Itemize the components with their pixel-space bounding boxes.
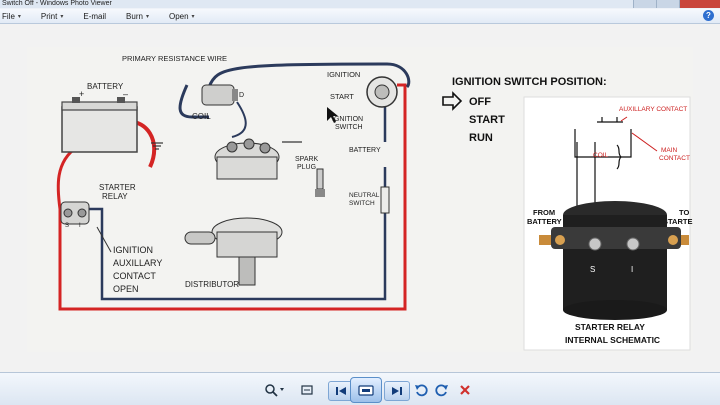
position-start: START bbox=[469, 114, 505, 126]
primary-wire-label: PRIMARY RESISTANCE WIRE bbox=[122, 54, 227, 63]
positions-heading: IGNITION SWITCH POSITION: bbox=[452, 76, 607, 88]
spark-label-1: SPARK bbox=[295, 156, 319, 163]
wiring-diagram: BATTERY + – COIL D PRIMARY RESISTANCE WI… bbox=[27, 47, 698, 352]
rotate-right-icon bbox=[435, 384, 448, 397]
blue-wire-primary bbox=[178, 62, 411, 119]
previous-icon bbox=[336, 387, 346, 395]
arrow-right-icon bbox=[442, 91, 463, 111]
close-window-button[interactable] bbox=[679, 0, 720, 8]
chevron-down-icon: ▾ bbox=[191, 13, 195, 20]
ground-icon bbox=[151, 142, 163, 150]
zoom-button[interactable] bbox=[262, 381, 288, 399]
starter-relay-label-2: RELAY bbox=[102, 192, 128, 201]
blue-wire-coil-dist bbox=[231, 101, 247, 138]
relay-caption-2: INTERNAL SCHEMATIC bbox=[565, 335, 660, 345]
spark-label-2: PLUG bbox=[297, 164, 316, 171]
battery-plus: + bbox=[79, 89, 84, 99]
slideshow-button[interactable] bbox=[350, 377, 382, 403]
title-bar: Switch Off - Windows Photo Viewer bbox=[0, 0, 720, 8]
battery-minus: – bbox=[123, 89, 128, 99]
ignition-switch-graphic bbox=[366, 76, 398, 108]
to-starter-label-1: TO bbox=[679, 208, 689, 217]
relay-i-term: I bbox=[631, 265, 633, 274]
rotate-counterclockwise-button[interactable] bbox=[413, 381, 429, 399]
magnifier-icon bbox=[265, 384, 284, 397]
battery-label: BATTERY bbox=[87, 82, 124, 91]
start-pos-label: START bbox=[330, 92, 354, 101]
slideshow-icon bbox=[358, 385, 374, 396]
distributor-graphic bbox=[184, 217, 283, 286]
chevron-down-icon: ▾ bbox=[17, 13, 21, 20]
help-icon[interactable]: ? bbox=[703, 10, 714, 21]
ignition-switch-label-1: IGNITION bbox=[332, 116, 363, 123]
aux-label-1: IGNITION bbox=[113, 245, 153, 255]
relay-i-label: I bbox=[79, 223, 81, 229]
menu-email-label: E-mail bbox=[83, 11, 107, 21]
battery2-label: BATTERY bbox=[349, 147, 381, 154]
ignition-pos-label: IGNITION bbox=[327, 70, 360, 79]
maximize-button[interactable] bbox=[656, 0, 679, 8]
delete-icon bbox=[460, 385, 470, 395]
relay-s-label: S bbox=[65, 223, 69, 229]
position-off: OFF bbox=[469, 96, 491, 108]
menu-email[interactable]: E-mail bbox=[73, 12, 116, 21]
bottom-toolbar bbox=[0, 372, 720, 405]
delete-button[interactable] bbox=[457, 381, 473, 399]
aux-label-2: AUXILLARY bbox=[113, 258, 162, 268]
relay-schematic-lines bbox=[574, 117, 632, 207]
aux-label-4: OPEN bbox=[113, 284, 139, 294]
main-contact-label-1: MAIN bbox=[661, 147, 678, 154]
neutral-label-1: NEUTRAL bbox=[349, 192, 380, 199]
aux-label-3: CONTACT bbox=[113, 271, 156, 281]
to-starter-label-2: STARTER bbox=[663, 217, 693, 226]
minimize-button[interactable] bbox=[633, 0, 656, 8]
chevron-down-icon: ▾ bbox=[60, 13, 64, 20]
main-contact-label-2: CONTACT bbox=[659, 155, 690, 162]
chevron-down-icon: ▾ bbox=[145, 13, 149, 20]
next-icon bbox=[392, 387, 402, 395]
relay-coil-label: COIL bbox=[593, 152, 609, 159]
coil-d-label: D bbox=[239, 92, 244, 99]
starter-relay-graphic bbox=[60, 201, 90, 225]
blue-wire-neutral bbox=[82, 167, 387, 301]
rotate-clockwise-button[interactable] bbox=[434, 381, 450, 399]
aux-contact-label: AUXILLARY CONTACT bbox=[619, 106, 687, 113]
battery-graphic bbox=[61, 97, 138, 153]
from-battery-label-1: FROM bbox=[533, 208, 555, 217]
menu-file[interactable]: File ▾ bbox=[0, 12, 31, 21]
rotate-left-icon bbox=[415, 384, 428, 397]
relay-body-graphic bbox=[539, 201, 689, 320]
actual-size-icon bbox=[301, 385, 313, 395]
menu-print-label: Print bbox=[40, 11, 58, 21]
menu-burn[interactable]: Burn ▾ bbox=[116, 12, 159, 21]
menu-burn-label: Burn bbox=[126, 11, 143, 21]
mouse-cursor-icon bbox=[327, 107, 338, 123]
starter-relay-label-1: STARTER bbox=[99, 183, 136, 192]
window-controls bbox=[633, 0, 720, 8]
neutral-label-2: SWITCH bbox=[349, 200, 375, 207]
menu-print[interactable]: Print ▾ bbox=[31, 12, 73, 21]
menu-open[interactable]: Open ▾ bbox=[159, 12, 205, 21]
displayed-photo: BATTERY + – COIL D PRIMARY RESISTANCE WI… bbox=[27, 47, 698, 352]
coil-label: COIL bbox=[192, 112, 211, 121]
spark-plug-graphic bbox=[315, 168, 325, 197]
menu-open-label: Open bbox=[168, 11, 189, 21]
menu-file-label: File bbox=[2, 11, 15, 21]
distributor-cap-graphic bbox=[214, 138, 280, 180]
coil-graphic bbox=[201, 84, 238, 106]
red-wire-main bbox=[58, 83, 407, 311]
actual-size-button[interactable] bbox=[298, 381, 316, 399]
ignition-switch-label-2: SWITCH bbox=[335, 124, 363, 131]
relay-s-term: S bbox=[590, 265, 595, 274]
neutral-switch-graphic bbox=[380, 186, 390, 214]
distributor-label: DISTRIBUTOR bbox=[185, 280, 239, 289]
from-battery-label-2: BATTERY bbox=[527, 217, 562, 226]
menu-bar: File ▾ Print ▾ E-mail Burn ▾ Open ▾ bbox=[0, 9, 720, 24]
position-run: RUN bbox=[469, 132, 493, 144]
window-title: Switch Off - Windows Photo Viewer bbox=[2, 0, 112, 7]
relay-caption-1: STARTER RELAY bbox=[575, 322, 645, 332]
next-button[interactable] bbox=[384, 381, 410, 401]
